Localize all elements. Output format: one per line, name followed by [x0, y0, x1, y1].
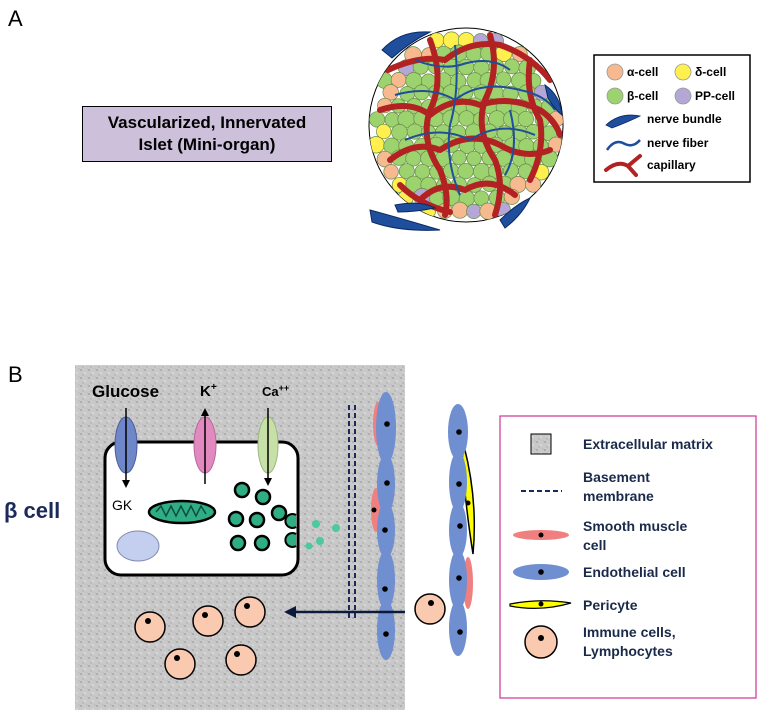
islet-cell: [398, 163, 415, 180]
legend-beta-label: β-cell: [627, 89, 658, 103]
legend-endothelial-label: Endothelial cell: [583, 564, 686, 580]
islet-cell: [413, 84, 430, 101]
islet-description-box: Vascularized, Innervated Islet (Mini-org…: [82, 106, 332, 162]
legend-immune-label-2: Lymphocytes: [583, 643, 673, 659]
ca-ion-charge: ++: [279, 383, 290, 393]
islet-cell: [504, 58, 520, 75]
released-insulin: [305, 520, 340, 550]
islet-cell: [466, 203, 482, 220]
exocytosis-granules: [284, 513, 297, 548]
k-ion-label: K: [200, 383, 211, 400]
k-ion-charge: +: [211, 382, 217, 393]
nucleus: [116, 530, 160, 562]
nerve-bundle-swatch: [605, 114, 642, 129]
islet-cell: [382, 84, 399, 101]
insulin-granules: [227, 481, 288, 552]
legend-nerve-fiber-label: nerve fiber: [647, 136, 709, 150]
islet-cell: [391, 124, 408, 141]
immune-cells-in-ecm: [134, 596, 266, 680]
svg-text:Ca++: Ca++: [262, 383, 289, 399]
migrating-immune-cell: [414, 593, 446, 625]
capillary-swatch: [604, 154, 642, 177]
legend-immune-label-1: Immune cells,: [583, 624, 676, 640]
legend-delta-label: δ-cell: [695, 65, 726, 79]
gk-label: GK: [112, 497, 133, 513]
blood-vessel-right: [448, 404, 476, 656]
islet-cell: [466, 150, 482, 166]
islet-box-line2: Islet (Mini-organ): [138, 135, 276, 154]
islet-cell: [451, 201, 469, 219]
panel-b-label: B: [8, 362, 23, 387]
svg-text:K+: K+: [200, 382, 217, 400]
islet-nerve-bundles: [369, 31, 563, 231]
mitochondrion: [147, 499, 217, 525]
panel-a-label: A: [8, 6, 23, 31]
legend-b: Extracellular matrix Basement membrane S…: [499, 415, 757, 699]
ecm-swatch: [530, 433, 552, 455]
legend-smooth-label-1: Smooth muscle: [583, 518, 687, 534]
legend-capillary-label: capillary: [647, 158, 696, 172]
beta-cell-title: β cell: [4, 498, 60, 523]
alpha-cell-swatch: [606, 63, 624, 81]
pp-cell-swatch: [674, 87, 692, 105]
beta-cell-swatch: [606, 87, 624, 105]
islet-cell: [495, 71, 512, 87]
legend-a: α-cell δ-cell β-cell PP-cell nerve bundl…: [593, 54, 751, 183]
glucose-label: Glucose: [92, 382, 159, 401]
islet-cell: [376, 123, 392, 140]
islet-cell: [451, 150, 467, 166]
islet-box-line1: Vascularized, Innervated: [107, 113, 307, 132]
legend-basement-label-2: membrane: [583, 488, 654, 504]
legend-smooth-label-2: cell: [583, 537, 606, 553]
islet-cell: [457, 162, 474, 180]
islet-illustration: [368, 27, 564, 231]
immune-cell-swatch: [524, 625, 558, 659]
ca-ion-label: Ca: [262, 384, 279, 399]
delta-cell-swatch: [674, 63, 692, 81]
islet-nerve-fibers: [394, 44, 556, 196]
blood-vessel-left: [371, 392, 396, 660]
legend-ecm-label: Extracellular matrix: [583, 436, 713, 452]
nerve-fiber-swatch: [605, 139, 641, 151]
legend-alpha-label: α-cell: [627, 65, 658, 79]
mitochondrion-cristae: [155, 504, 207, 518]
islet-cell: [473, 190, 490, 206]
legend-pp-label: PP-cell: [695, 89, 735, 103]
islet-cell: [383, 164, 399, 180]
islet-cell: [369, 136, 385, 154]
islet-cell: [517, 110, 534, 128]
legend-nerve-bundle-label: nerve bundle: [647, 112, 722, 126]
legend-pericyte-label: Pericyte: [583, 597, 638, 613]
legend-basement-label-1: Basement: [583, 469, 650, 485]
